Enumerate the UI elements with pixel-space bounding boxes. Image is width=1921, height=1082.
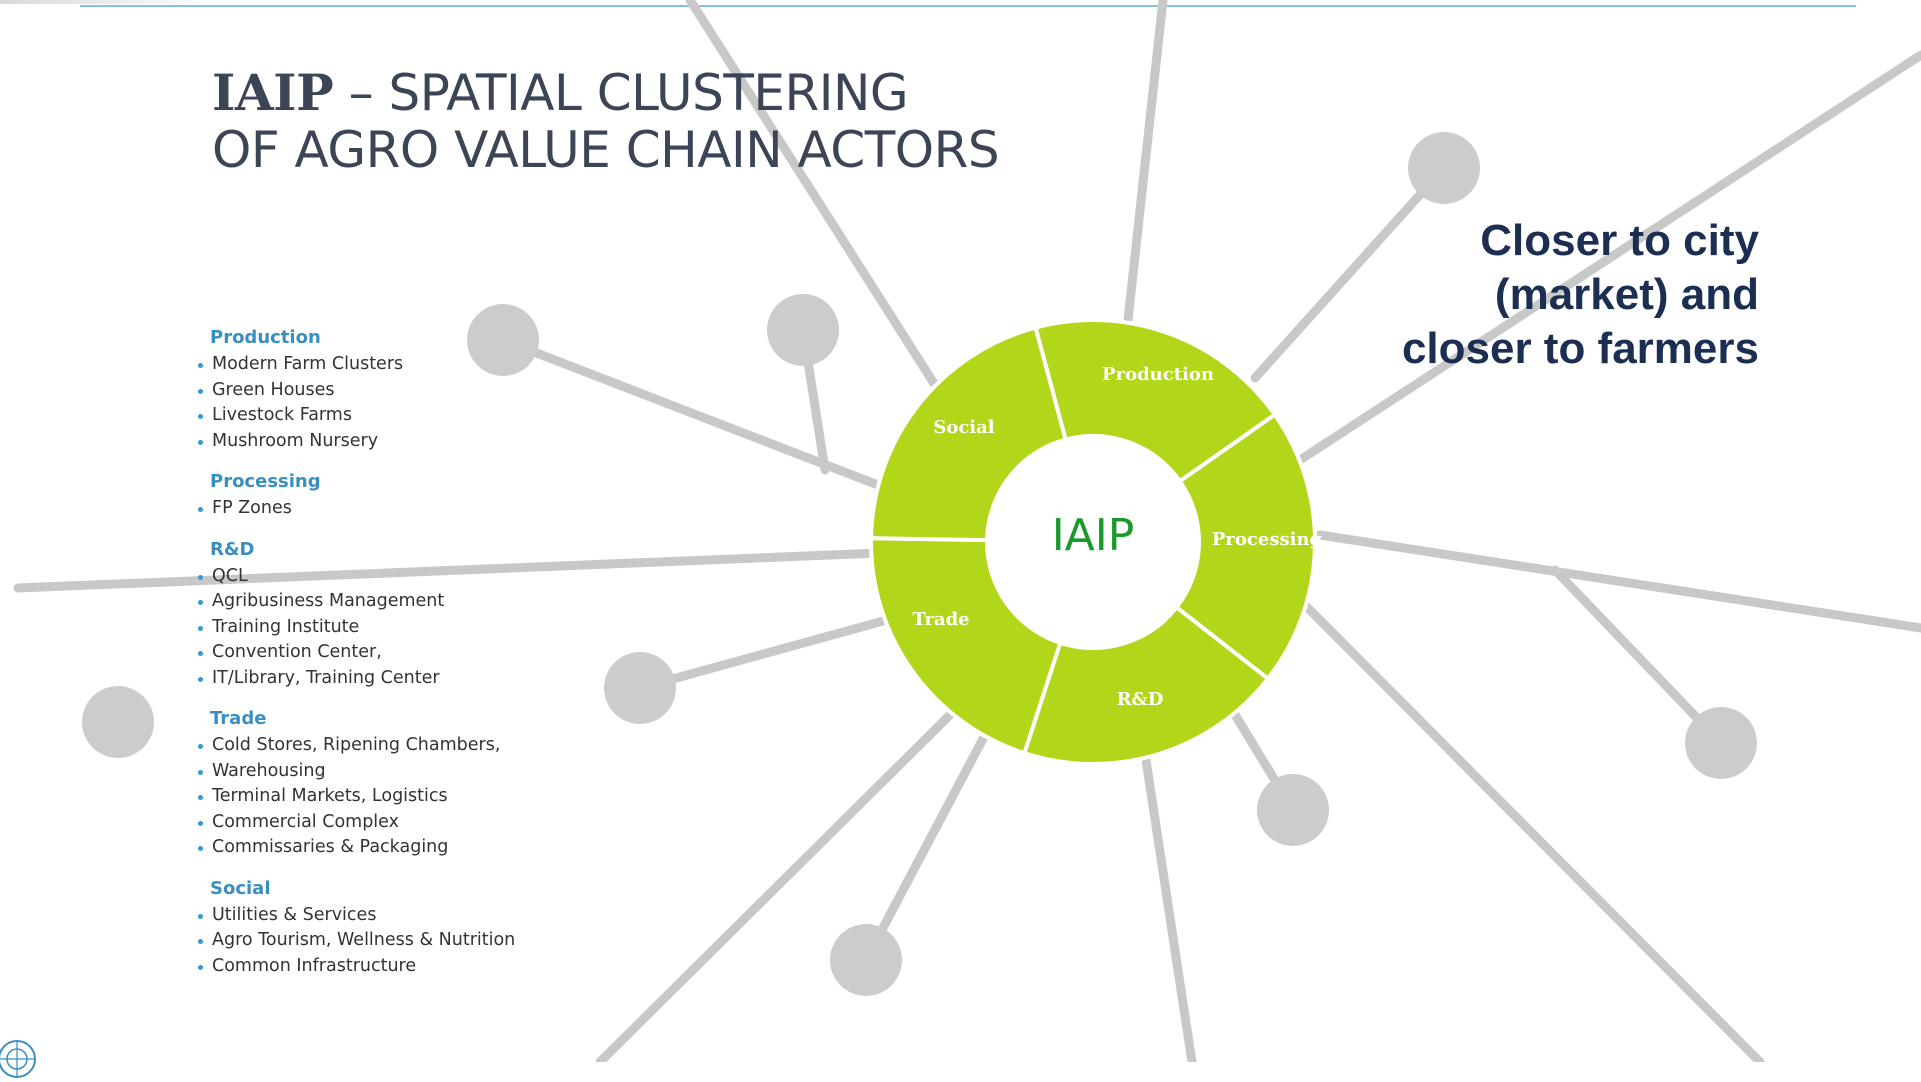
legend-item: Utilities & Services: [196, 903, 596, 929]
cluster-node: [767, 294, 839, 366]
title-line-1: IAIP – SPATIAL CLUSTERING: [212, 64, 999, 122]
legend-item: Modern Farm Clusters: [196, 352, 596, 378]
spoke-line: [1141, 755, 1197, 1062]
legend-group-title: R&D: [210, 538, 255, 560]
cluster-node: [1408, 132, 1480, 204]
legend-item: Agro Tourism, Wellness & Nutrition: [196, 928, 596, 954]
title-line-2: OF AGRO VALUE CHAIN ACTORS: [212, 121, 1000, 179]
cluster-node: [82, 686, 154, 758]
ring-segment-trade: [869, 536, 1063, 756]
spoke-stub: [861, 730, 990, 965]
legend-item: Mushroom Nursery: [196, 429, 596, 455]
title-bold: IAIP: [212, 63, 334, 122]
cluster-node: [604, 652, 676, 724]
legend-item-list: Cold Stores, Ripening Chambers,Warehousi…: [196, 733, 596, 861]
ring-segment-label: Processing: [1212, 529, 1323, 550]
corner-decoration: [0, 0, 220, 4]
legend-item: Agribusiness Management: [196, 589, 596, 615]
legend-item: Cold Stores, Ripening Chambers,: [196, 733, 596, 759]
legend-item: QCL: [196, 564, 596, 590]
legend-item: Commercial Complex: [196, 810, 596, 836]
ring-segment-label: R&D: [1117, 689, 1164, 710]
ring-segment-label: Social: [933, 417, 994, 438]
legend-item: Commissaries & Packaging: [196, 835, 596, 861]
legend-group-title: Social: [210, 877, 271, 899]
cluster-node: [1685, 707, 1757, 779]
callout-line-3: closer to farmers: [1401, 324, 1759, 373]
cluster-node: [467, 304, 539, 376]
nodes-layer: [82, 132, 1757, 996]
legend-item: Green Houses: [196, 378, 596, 404]
center-label: IAIP: [1052, 510, 1135, 561]
callout-line-1: Closer to city: [1480, 216, 1759, 265]
ring-segment-production: [1033, 318, 1278, 484]
legend-item: Warehousing: [196, 759, 596, 785]
ring-segment-rd: [1021, 604, 1271, 766]
legend-item: Convention Center,: [196, 640, 596, 666]
spoke-line: [13, 548, 885, 593]
ring-segment-processing: [1173, 411, 1317, 682]
ring-segment-label: Production: [1102, 364, 1214, 385]
spoke-stub: [1550, 565, 1726, 748]
spoke-line: [1295, 595, 1765, 1062]
cluster-node: [830, 924, 902, 996]
callout-text: Closer to city (market) and closer to fa…: [1239, 214, 1759, 376]
spoke-stub: [1250, 163, 1449, 383]
title-rest: – SPATIAL CLUSTERING: [333, 64, 909, 122]
legend-item: FP Zones: [196, 496, 596, 522]
spoke-line: [1315, 530, 1921, 633]
legend-group-title: Production: [210, 327, 321, 348]
spoke-line: [1123, 0, 1168, 325]
legend-group-title: Processing: [210, 471, 321, 492]
legend-group-title: Trade: [210, 708, 267, 729]
ring-segment-social: [868, 325, 1069, 543]
spoke-line: [595, 695, 970, 1062]
legend-item: IT/Library, Training Center: [196, 666, 596, 692]
spoke-line: [1295, 50, 1921, 465]
legend-item: Livestock Farms: [196, 403, 596, 429]
un-emblem-icon: [0, 1040, 36, 1078]
callout-line-2: (market) and: [1494, 270, 1759, 319]
legend-item: Terminal Markets, Logistics: [196, 784, 596, 810]
ring-segment-label: Trade: [912, 609, 969, 630]
spoke-line: [685, 0, 940, 390]
legend-item: Common Infrastructure: [196, 954, 596, 980]
spoke-stub: [635, 610, 910, 693]
spoke-stub: [498, 335, 883, 490]
legend-item: Training Institute: [196, 615, 596, 641]
legend-item-list: FP Zones: [196, 496, 596, 522]
legend-group: Processing FP Zones: [196, 470, 596, 522]
cluster-node: [1257, 774, 1329, 846]
top-rule-divider: [80, 5, 1856, 7]
page-title: IAIP – SPATIAL CLUSTERING OF AGRO VALUE …: [212, 64, 1000, 179]
